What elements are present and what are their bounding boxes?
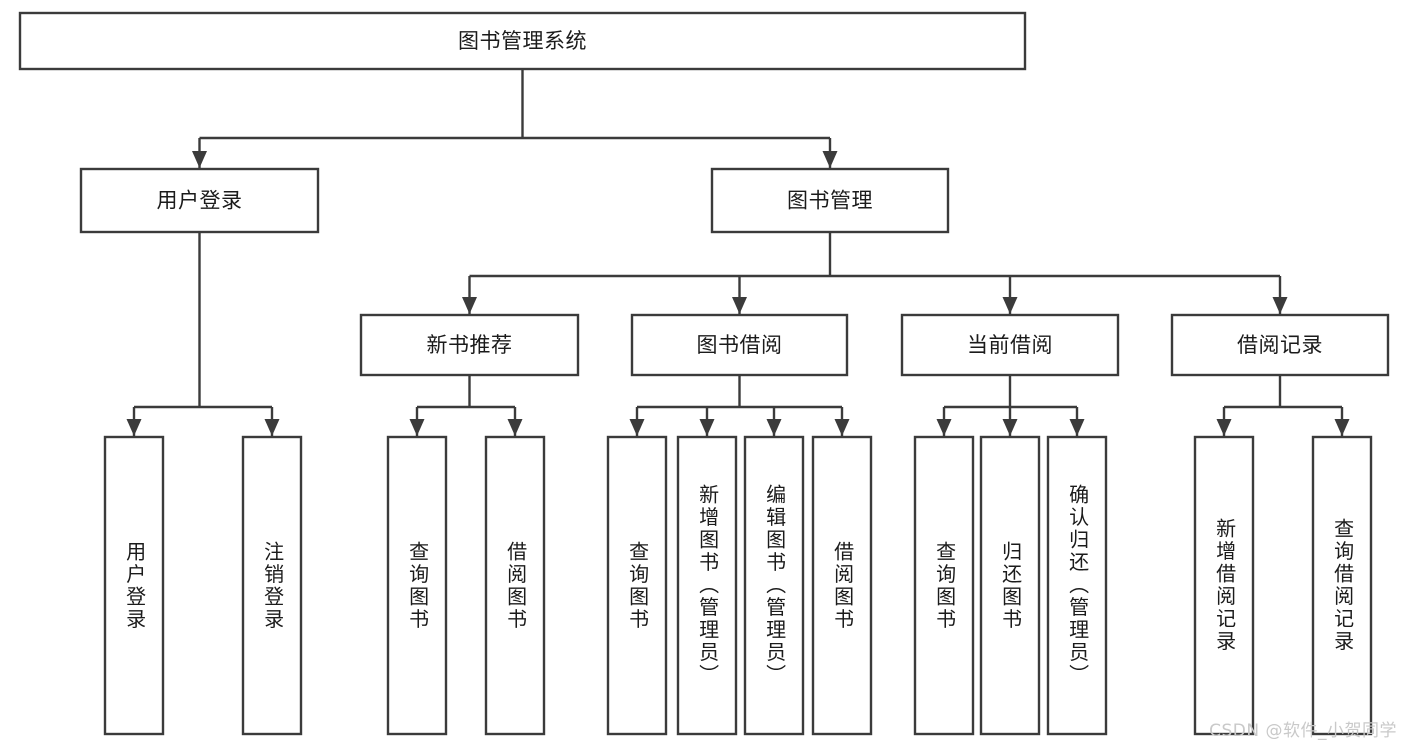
node-box-leaf-4[interactable]	[606, 435, 668, 736]
arrow-head-icon	[1069, 419, 1085, 436]
node-box-level2-1[interactable]	[710, 167, 950, 234]
node-label-level2-1: 图书管理	[787, 189, 873, 213]
node-label-level3-0: 新书推荐	[427, 333, 513, 357]
node-box-leaf-6[interactable]	[743, 435, 805, 736]
node-box-leaf-1[interactable]	[241, 435, 303, 736]
node-label-root: 图书管理系统	[458, 29, 587, 53]
arrow-head-icon	[507, 419, 523, 436]
connector-layer	[126, 69, 1350, 436]
arrow-head-icon	[264, 419, 280, 436]
node-box-leaf-11[interactable]	[1193, 435, 1255, 736]
arrow-head-icon	[699, 419, 715, 436]
arrow-head-icon	[462, 297, 477, 314]
arrow-head-icon	[126, 419, 142, 436]
node-box-leaf-8[interactable]	[913, 435, 975, 736]
arrow-head-icon	[629, 419, 645, 436]
node-box-leaf-2[interactable]	[386, 435, 448, 736]
arrow-head-icon	[766, 419, 782, 436]
node-label-level3-1: 图书借阅	[697, 333, 783, 357]
node-box-leaf-12[interactable]	[1311, 435, 1373, 736]
node-box-leaf-5[interactable]	[676, 435, 738, 736]
node-label-level2-0: 用户登录	[157, 189, 243, 213]
node-box-level3-1[interactable]	[630, 313, 849, 377]
node-box-leaf-7[interactable]	[811, 435, 873, 736]
node-box-layer	[18, 11, 1390, 736]
arrow-head-icon	[1002, 419, 1018, 436]
arrow-head-icon	[192, 151, 207, 168]
arrow-head-icon	[822, 151, 838, 168]
node-box-level3-2[interactable]	[900, 313, 1120, 377]
arrow-head-icon	[1272, 297, 1288, 314]
node-box-root[interactable]	[18, 11, 1027, 71]
arrow-head-icon	[1216, 419, 1232, 436]
node-label-level3-2: 当前借阅	[967, 333, 1053, 357]
node-box-level2-0[interactable]	[79, 167, 320, 234]
arrow-head-icon	[1002, 297, 1018, 314]
arrow-head-icon	[834, 419, 850, 436]
node-box-level3-0[interactable]	[359, 313, 580, 377]
node-label-level3-3: 借阅记录	[1237, 333, 1323, 357]
node-box-leaf-10[interactable]	[1046, 435, 1108, 736]
node-box-leaf-3[interactable]	[484, 435, 546, 736]
node-box-level3-3[interactable]	[1170, 313, 1390, 377]
arrow-head-icon	[732, 297, 747, 314]
arrow-head-icon	[409, 419, 425, 436]
arrow-head-icon	[936, 419, 952, 436]
node-box-leaf-9[interactable]	[979, 435, 1041, 736]
node-box-leaf-0[interactable]	[103, 435, 165, 736]
watermark-text: CSDN @软件_小贺同学	[1209, 721, 1397, 741]
arrow-head-icon	[1334, 419, 1350, 436]
